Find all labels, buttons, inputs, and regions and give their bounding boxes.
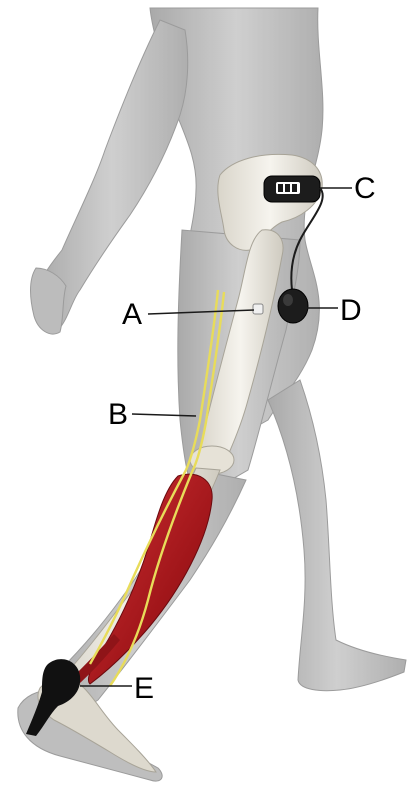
implant-device-c [264, 176, 320, 202]
label-e: E [134, 672, 154, 705]
label-d: D [340, 294, 362, 327]
back-leg [268, 380, 406, 691]
label-b: B [108, 398, 128, 431]
device-d [278, 289, 308, 323]
sensor-a [253, 304, 263, 314]
device-d-highlight [283, 294, 293, 306]
label-a: A [122, 298, 142, 331]
label-c: C [354, 172, 376, 205]
